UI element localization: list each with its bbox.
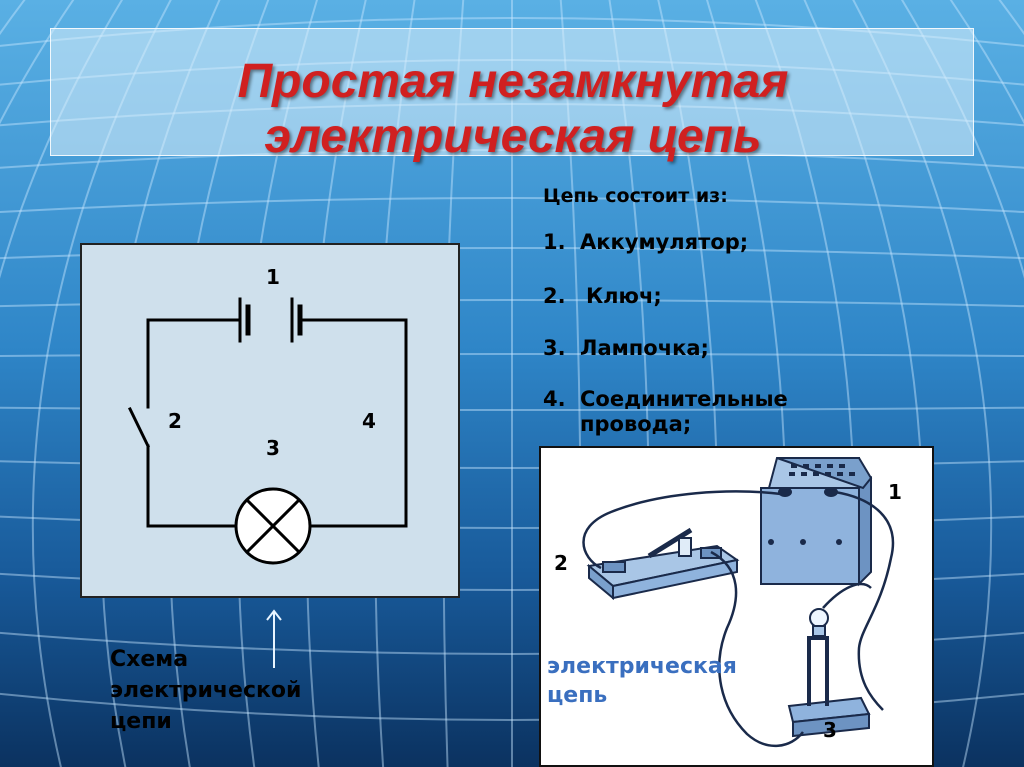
switch-lever [127, 406, 151, 449]
circuit-illustration: 1 2 3 электрическая цепь [539, 446, 934, 767]
list-item-text: Ключ; [586, 284, 662, 308]
caption-line: Схема [110, 647, 189, 672]
caption-line: электрическая [547, 654, 737, 679]
page-title-line-2: электрическая цепь [264, 110, 762, 163]
schematic-caption: Схема электрической цепи [110, 644, 301, 737]
page-title-line-1: Простая незамкнутая [237, 55, 789, 108]
list-item-text: Аккумулятор; [580, 230, 749, 254]
list-item: 4. Соединительные провода; [543, 387, 880, 437]
caption-line: электрической [110, 678, 302, 703]
list-item-number: 1. [543, 230, 566, 254]
caption-line: цепь [547, 683, 608, 708]
list-item-number: 3. [543, 336, 566, 360]
illustration-label-2: 2 [554, 551, 568, 575]
circuit-schematic: 1 2 3 4 [80, 243, 460, 598]
list-item-text: Лампочка; [580, 336, 709, 360]
list-item: 3. Лампочка; [543, 336, 709, 360]
list-item-text: Соединительные провода; [580, 387, 788, 436]
illustration-caption: электрическая цепь [547, 652, 737, 710]
schematic-label-2: 2 [168, 409, 182, 433]
illustration-label-3: 3 [823, 718, 837, 742]
list-item-number: 2. [543, 284, 566, 308]
switch-drawing [586, 527, 740, 601]
lamp-drawing [787, 608, 871, 738]
schematic-label-1: 1 [266, 265, 280, 289]
schematic-label-3: 3 [266, 436, 280, 460]
illustration-label-1: 1 [888, 480, 902, 504]
caption-line: цепи [110, 709, 172, 734]
list-item: 1. Аккумулятор; [543, 230, 748, 254]
battery-drawing [760, 457, 873, 587]
list-item: 2. Ключ; [543, 284, 662, 308]
components-heading: Цепь состоит из: [543, 185, 728, 207]
title-box: Простая незамкнутая электрическая цепь [50, 28, 974, 163]
up-arrow-icon [266, 609, 282, 668]
schematic-label-4: 4 [362, 409, 376, 433]
list-item-number: 4. [543, 387, 566, 411]
